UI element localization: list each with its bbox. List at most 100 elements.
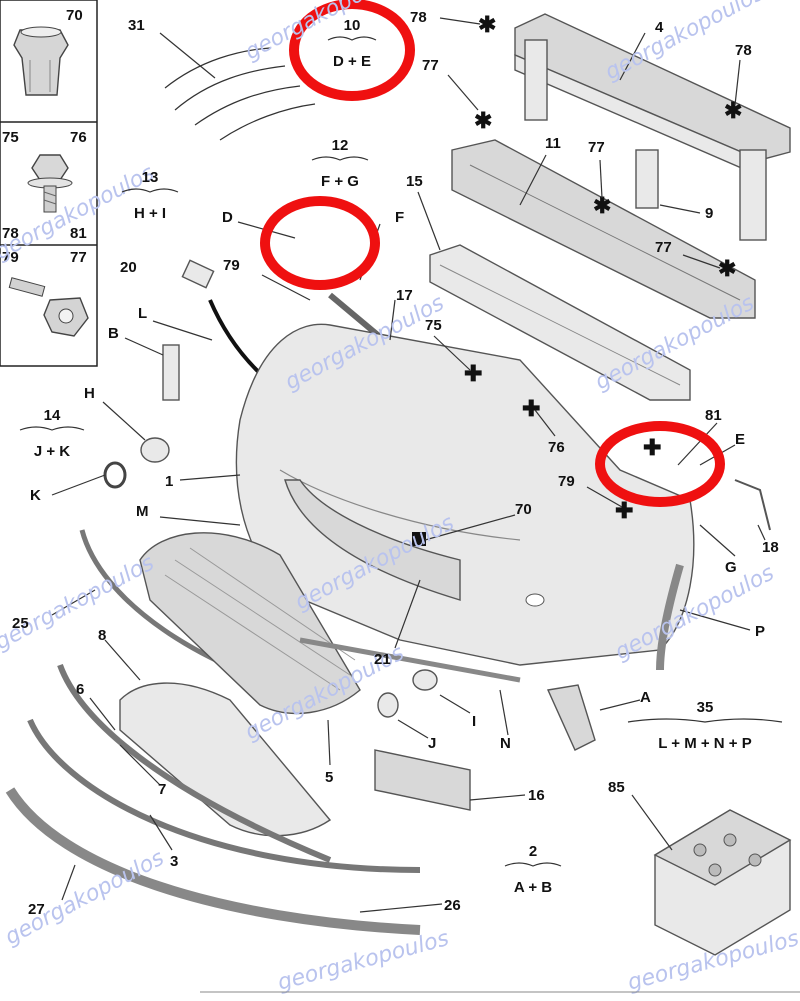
svg-text:✚: ✚ <box>615 498 633 523</box>
kit-parts: A + B <box>514 879 552 896</box>
kit-parts: H + I <box>134 205 166 222</box>
cap-J <box>377 692 399 718</box>
mounting-bracket <box>635 149 659 209</box>
callout-label: 76 <box>548 439 565 456</box>
callout-label: F <box>395 209 404 226</box>
callout-label: 11 <box>545 135 561 152</box>
callout-label: 9 <box>705 205 713 222</box>
callout-label: 20 <box>120 259 137 276</box>
callout-label: 17 <box>396 287 413 304</box>
ring-K <box>103 461 127 489</box>
callout-label: 26 <box>444 897 461 914</box>
callout-label: 81 <box>705 407 722 424</box>
callout-label: I <box>472 713 476 730</box>
kit-group: 14 J + K <box>19 407 85 460</box>
callout-label: 31 <box>128 17 145 34</box>
svg-text:✱: ✱ <box>478 12 496 37</box>
fastener-markers: ✱ ✱ ✱ ✱ ✱ ✚ ✚ ✚ ✚ <box>412 12 742 546</box>
inset-label: 79 <box>2 249 19 266</box>
callout-label: 15 <box>406 173 423 190</box>
kit-group: 13 H + I <box>121 169 179 222</box>
impact-absorber <box>451 139 756 319</box>
kit-number: 14 <box>44 407 61 424</box>
callout-label: A <box>640 689 651 706</box>
callout-label: J <box>428 735 436 752</box>
bolt-and-nut-icon <box>8 277 89 337</box>
side-grille-16 <box>374 749 471 811</box>
callout-label: 70 <box>515 501 532 518</box>
kit-group-labels: 10 D + E 12 F + G 13 H + I 14 J + K 35 L… <box>19 17 783 896</box>
fog-cap-H <box>140 437 170 463</box>
callout-label: 7 <box>158 781 166 798</box>
kit-number: 12 <box>332 137 349 154</box>
callout-label: 77 <box>422 57 439 74</box>
inset-label: 78 <box>2 225 19 242</box>
highlight-circle-D-E <box>289 0 415 101</box>
callout-label: B <box>108 325 119 342</box>
svg-text:✱: ✱ <box>724 98 742 123</box>
spoiler-strip-6 <box>57 663 332 863</box>
kit-group: 35 L + M + N + P <box>627 699 783 752</box>
kit-parts: L + M + N + P <box>658 735 752 752</box>
callout-label: 85 <box>608 779 625 796</box>
left-bracket-B <box>162 344 180 401</box>
kit-parts: J + K <box>34 443 70 460</box>
kit-parts: D + E <box>333 53 371 70</box>
bumper-cover <box>235 323 695 666</box>
fastener-inset-panel: 70 75 76 78 81 79 77 <box>0 0 98 367</box>
watermark-text: georgakopoulos <box>275 926 452 996</box>
callout-label: 3 <box>170 853 178 870</box>
callout-label: E <box>735 431 745 448</box>
grille-8 <box>139 532 361 715</box>
kit-group: 2 A + B <box>504 843 562 896</box>
emblem-plate <box>181 259 215 289</box>
callout-label: N <box>500 735 511 752</box>
callout-label: L <box>138 305 147 322</box>
callout-label: 16 <box>528 787 545 804</box>
kit-number: 35 <box>697 699 714 716</box>
kit-number: 13 <box>142 169 159 186</box>
callout-label: 77 <box>655 239 672 256</box>
callout-label: 79 <box>558 473 575 490</box>
inset-label: 76 <box>70 129 87 146</box>
chrome-trim-strips <box>164 47 316 141</box>
callout-labels: 31 78 4 78 77 11 77 9 77 15 D F 20 79 17… <box>12 9 779 918</box>
callout-label: G <box>725 559 737 576</box>
lower-grille-5 <box>119 682 332 837</box>
callout-label: 77 <box>588 139 605 156</box>
callout-label: 1 <box>165 473 173 490</box>
side-trim-P <box>656 563 684 671</box>
svg-text:✚: ✚ <box>464 361 482 386</box>
kit-parts: F + G <box>321 173 359 190</box>
kit-number: 10 <box>344 17 361 34</box>
svg-text:✱: ✱ <box>593 193 611 218</box>
callout-label: 78 <box>735 42 752 59</box>
fastener-kit-box <box>653 809 792 956</box>
bumper-reinforcement-beam <box>514 13 791 241</box>
callout-label: 4 <box>655 19 664 36</box>
kit-group: 10 D + E <box>327 17 377 70</box>
callout-label: 6 <box>76 681 84 698</box>
bumper-parts: ✱ ✱ ✱ ✱ ✱ ✚ ✚ ✚ ✚ <box>5 12 792 956</box>
cap-I <box>412 669 438 691</box>
svg-text:✱: ✱ <box>474 108 492 133</box>
callout-label: 75 <box>425 317 442 334</box>
highlight-circle-D <box>260 196 380 290</box>
lower-absorber <box>429 244 691 401</box>
callout-label: 8 <box>98 627 106 644</box>
leader-lines <box>51 17 766 913</box>
strip-N <box>299 637 521 683</box>
inset-label: 75 <box>2 129 19 146</box>
watermark-text: georgakopoulos <box>1 846 168 951</box>
callout-label: 21 <box>374 651 391 668</box>
callout-label: 5 <box>325 769 333 786</box>
flange-screw-icon <box>27 154 73 213</box>
callout-label: P <box>755 623 765 640</box>
svg-text:✚: ✚ <box>522 396 540 421</box>
side-insert-A <box>546 684 596 751</box>
kit-number: 2 <box>529 843 537 860</box>
callout-label: 18 <box>762 539 779 556</box>
callout-label: K <box>30 487 41 504</box>
